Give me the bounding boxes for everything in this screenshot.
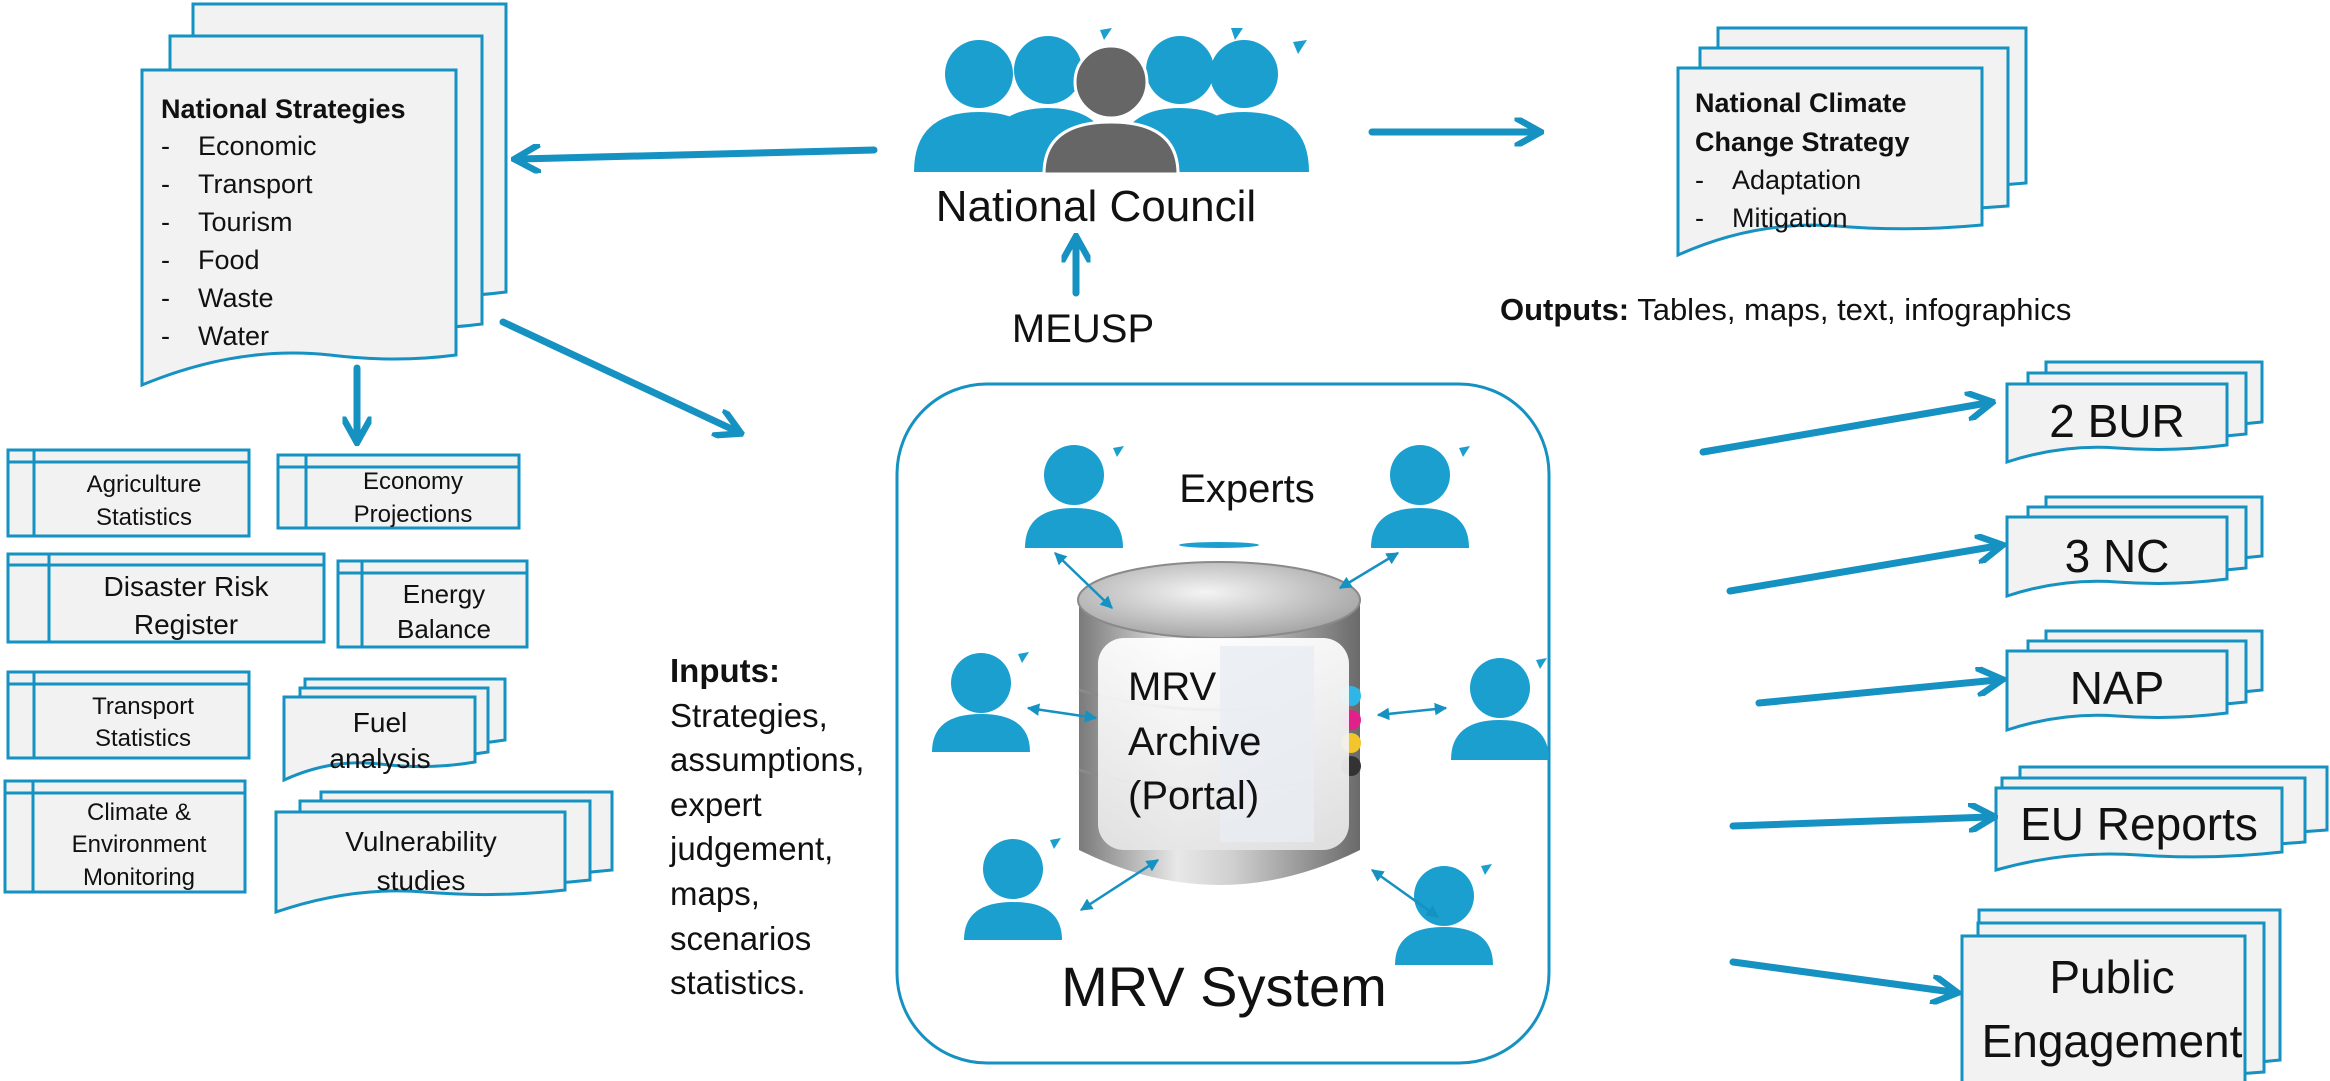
svg-text:Engagement: Engagement (1982, 1015, 2243, 1067)
svg-text:-: - (1695, 165, 1704, 195)
svg-text:-: - (161, 283, 170, 313)
svg-text:Balance: Balance (397, 614, 491, 644)
expert-icon-top-left (1025, 445, 1124, 548)
national-strategies-title: National Strategies (161, 94, 406, 124)
svg-text:Statistics: Statistics (96, 504, 192, 531)
svg-text:-: - (161, 321, 170, 351)
svg-text:maps,: maps, (670, 875, 760, 912)
svg-text:Statistics: Statistics (95, 725, 191, 752)
svg-text:Agriculture: Agriculture (87, 471, 202, 498)
expert-icon-top-right (1371, 445, 1470, 548)
national-council-label: National Council (936, 182, 1256, 231)
data-source-agriculture-statistics: Agriculture Statistics (6, 448, 251, 538)
data-source-transport-statistics: Transport Statistics (6, 670, 251, 760)
svg-text:Energy: Energy (403, 579, 485, 609)
svg-text:Disaster Risk: Disaster Risk (104, 571, 270, 602)
climate-strategy-title-line1: National Climate (1695, 88, 1907, 118)
svg-text:Monitoring: Monitoring (83, 864, 195, 891)
svg-text:expert: expert (670, 786, 762, 823)
svg-text:Strategies,: Strategies, (670, 697, 828, 734)
climate-strategy-item-adaptation: Adaptation (1732, 165, 1861, 195)
svg-text:2 BUR: 2 BUR (2049, 395, 2184, 447)
outputs-label: Outputs: (1500, 292, 1629, 327)
inputs-caption: Inputs: Strategies, assumptions, expert … (669, 652, 864, 1001)
data-source-energy-balance: Energy Balance (336, 559, 529, 649)
svg-text:(Portal): (Portal) (1128, 774, 1259, 818)
data-source-vulnerability-studies: Vulnerability studies (274, 790, 614, 915)
strategy-item-economic: Economic (198, 131, 317, 161)
data-source-fuel-analysis: Fuel analysis (282, 677, 507, 783)
strategy-item-waste: Waste (198, 283, 274, 313)
arrow-strategies-to-mrv (499, 318, 736, 431)
arrow-to-3-nc (1726, 546, 1997, 595)
svg-text:Projections: Projections (354, 501, 473, 528)
outputs-text: Tables, maps, text, infographics (1637, 292, 2071, 327)
national-strategies-document: National Strategies -Economic -Transport… (140, 2, 508, 388)
strategy-item-tourism: Tourism (198, 207, 293, 237)
climate-strategy-item-mitigation: Mitigation (1732, 203, 1848, 233)
report-2-bur: 2 BUR (2005, 360, 2264, 465)
expert-icon-bottom-left (964, 838, 1062, 940)
svg-text:analysis: analysis (329, 743, 430, 774)
arrow-to-nap (1755, 680, 1997, 707)
svg-text:Public: Public (2049, 951, 2174, 1003)
national-council-people-icon (914, 28, 1309, 176)
svg-text:assumptions,: assumptions, (670, 741, 864, 778)
inputs-label: Inputs: (670, 652, 780, 689)
svg-text:NAP: NAP (2070, 662, 2165, 714)
climate-strategy-title-line2: Change Strategy (1695, 127, 1910, 157)
svg-text:-: - (161, 131, 170, 161)
svg-text:Transport: Transport (92, 693, 194, 720)
meusp-label: MEUSP (1012, 307, 1154, 351)
report-3-nc: 3 NC (2005, 495, 2264, 599)
data-source-economy-projections: Economy Projections (276, 453, 521, 530)
climate-change-strategy-document: National Climate Change Strategy - Adapt… (1676, 26, 2028, 258)
arrow-council-to-strategies (520, 150, 878, 159)
svg-text:judgement,: judgement, (669, 830, 833, 867)
report-public-engagement: Public Engagement (1960, 908, 2282, 1081)
data-source-climate-environment-monitoring: Climate & Environment Monitoring (3, 779, 247, 894)
svg-text:-: - (161, 207, 170, 237)
svg-text:Environment: Environment (72, 831, 207, 858)
data-source-disaster-risk-register: Disaster Risk Register (6, 552, 326, 644)
svg-text:-: - (1695, 203, 1704, 233)
mrv-archive-card: MRV Archive (Portal) (1098, 638, 1349, 850)
outputs-caption: Outputs: Tables, maps, text, infographic… (1500, 292, 2071, 327)
expert-icon-middle-left (932, 652, 1030, 752)
svg-text:EU Reports: EU Reports (2020, 798, 2258, 850)
arrow-to-2-bur (1699, 403, 1987, 456)
svg-text:scenarios: scenarios (670, 920, 811, 957)
expert-database-connectors (1026, 551, 1448, 919)
svg-text:Vulnerability: Vulnerability (345, 826, 496, 857)
mrv-system-label: MRV System (1061, 955, 1387, 1018)
svg-text:MRV: MRV (1128, 665, 1216, 709)
expert-icon-middle-right (1451, 658, 1549, 760)
svg-text:-: - (161, 245, 170, 275)
experts-label: Experts (1179, 467, 1315, 511)
report-nap: NAP (2005, 629, 2264, 733)
svg-text:Economy: Economy (363, 468, 463, 495)
svg-text:Archive: Archive (1128, 720, 1261, 764)
svg-text:Climate &: Climate & (87, 799, 191, 826)
strategy-item-water: Water (198, 321, 269, 351)
report-eu-reports: EU Reports (1994, 765, 2329, 872)
svg-text:Fuel: Fuel (353, 707, 407, 738)
strategy-item-transport: Transport (198, 169, 313, 199)
svg-text:-: - (161, 169, 170, 199)
arrow-to-public-engagement (1729, 958, 1952, 992)
svg-text:statistics.: statistics. (670, 964, 806, 1001)
svg-text:3 NC: 3 NC (2065, 530, 2170, 582)
arrow-to-eu-reports (1729, 817, 1989, 826)
strategy-item-food: Food (198, 245, 260, 275)
svg-text:Register: Register (134, 609, 238, 640)
svg-text:studies: studies (377, 865, 466, 896)
